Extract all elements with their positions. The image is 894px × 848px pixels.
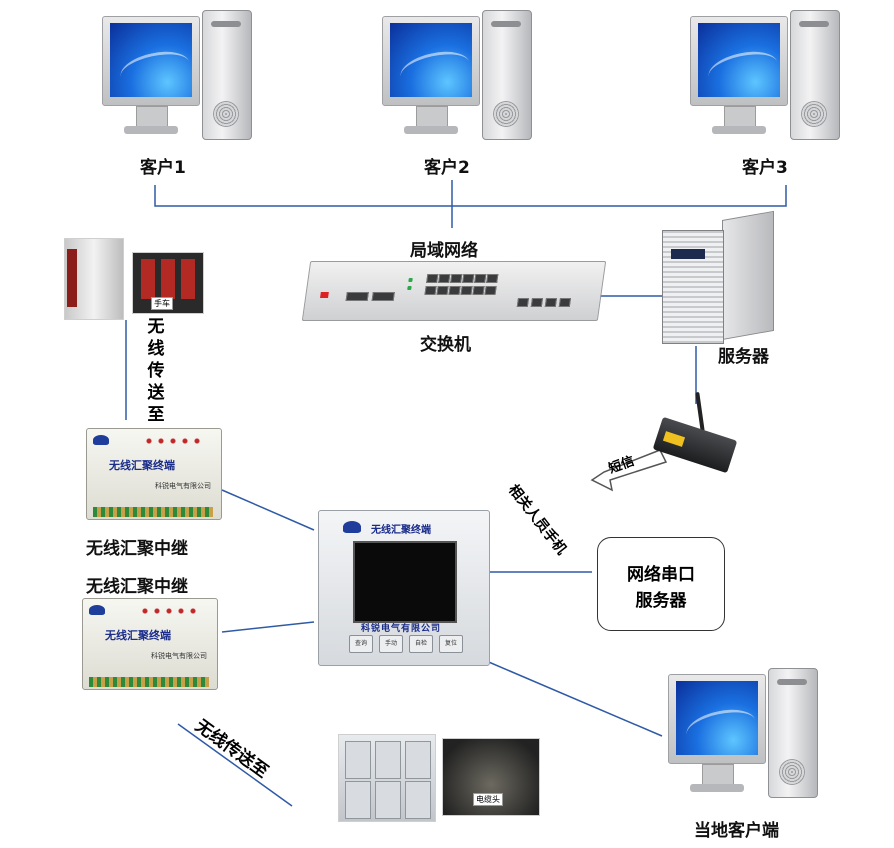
terminal-title: 无线汇聚终端 [371, 525, 431, 536]
client-2-label: 客户2 [424, 158, 470, 178]
pc-tower [482, 10, 532, 140]
serial-server-box: 网络串口 服务器 [597, 537, 725, 631]
monitor [668, 674, 766, 764]
screen [698, 23, 780, 97]
vacuum-breaker-photo [64, 238, 124, 320]
handcart-photo: 手车 [132, 252, 204, 314]
server [662, 210, 774, 344]
cable-head-photo: 电缆头 [442, 738, 540, 816]
local-client-computer [668, 668, 818, 798]
screen [110, 23, 192, 97]
wireless-tx-vertical-label: 无线传送至 [147, 317, 165, 425]
server-label: 服务器 [718, 347, 769, 367]
client-1-label: 客户1 [140, 158, 186, 178]
local-client-label: 当地客户端 [694, 821, 779, 841]
lan-bus-line [154, 185, 787, 207]
handcart-tag: 手车 [151, 297, 173, 310]
serial-server-line1: 网络串口 [627, 565, 695, 585]
relay-2-company: 科锐电气有限公司 [151, 652, 207, 660]
switchgear-cabinet-photo [338, 734, 436, 822]
monitor [690, 16, 788, 106]
terminal-company: 科锐电气有限公司 [361, 624, 442, 634]
relay1-terminal-line [221, 489, 315, 531]
pc-tower [202, 10, 252, 140]
cable-tag: 电缆头 [473, 793, 503, 806]
client-3-computer [690, 10, 840, 140]
terminal-lcd [353, 541, 457, 623]
terminal-key-2: 手动 [379, 635, 403, 653]
aggregation-terminal: 无线汇聚终端 科锐电气有限公司 查询 手动 自检 复位 [318, 510, 490, 666]
pc-tower [790, 10, 840, 140]
relay-2-label: 无线汇聚中继 [86, 577, 188, 597]
terminal-key-3: 自检 [409, 635, 433, 653]
relay-1-label: 无线汇聚中继 [86, 539, 188, 559]
screen [390, 23, 472, 97]
terminal-key-1: 查询 [349, 635, 373, 653]
wireless-bottom-line [177, 723, 293, 807]
relay2-terminal-line [221, 621, 315, 633]
relay-1-device-title: 无线汇聚终端 [109, 459, 175, 472]
relay-1-device: 无线汇聚终端 科锐电气有限公司 [86, 428, 222, 520]
serial-server-line2: 服务器 [635, 591, 687, 611]
network-switch [301, 261, 607, 321]
relay-2-device-title: 无线汇聚终端 [105, 629, 171, 642]
pc-tower [768, 668, 818, 798]
client-2-computer [382, 10, 532, 140]
lan-label: 局域网络 [410, 241, 478, 261]
client-3-label: 客户3 [742, 158, 788, 178]
monitor [102, 16, 200, 106]
gsm-modem [652, 391, 740, 474]
client-1-computer [102, 10, 252, 140]
terminal-key-4: 复位 [439, 635, 463, 653]
sms-arrow [590, 449, 668, 492]
terminal-local-line [483, 659, 663, 737]
switch-label: 交换机 [420, 335, 471, 355]
relay-2-device: 无线汇聚终端 科锐电气有限公司 [82, 598, 218, 690]
monitor [382, 16, 480, 106]
relay-1-company: 科锐电气有限公司 [155, 482, 211, 490]
screen [676, 681, 758, 755]
